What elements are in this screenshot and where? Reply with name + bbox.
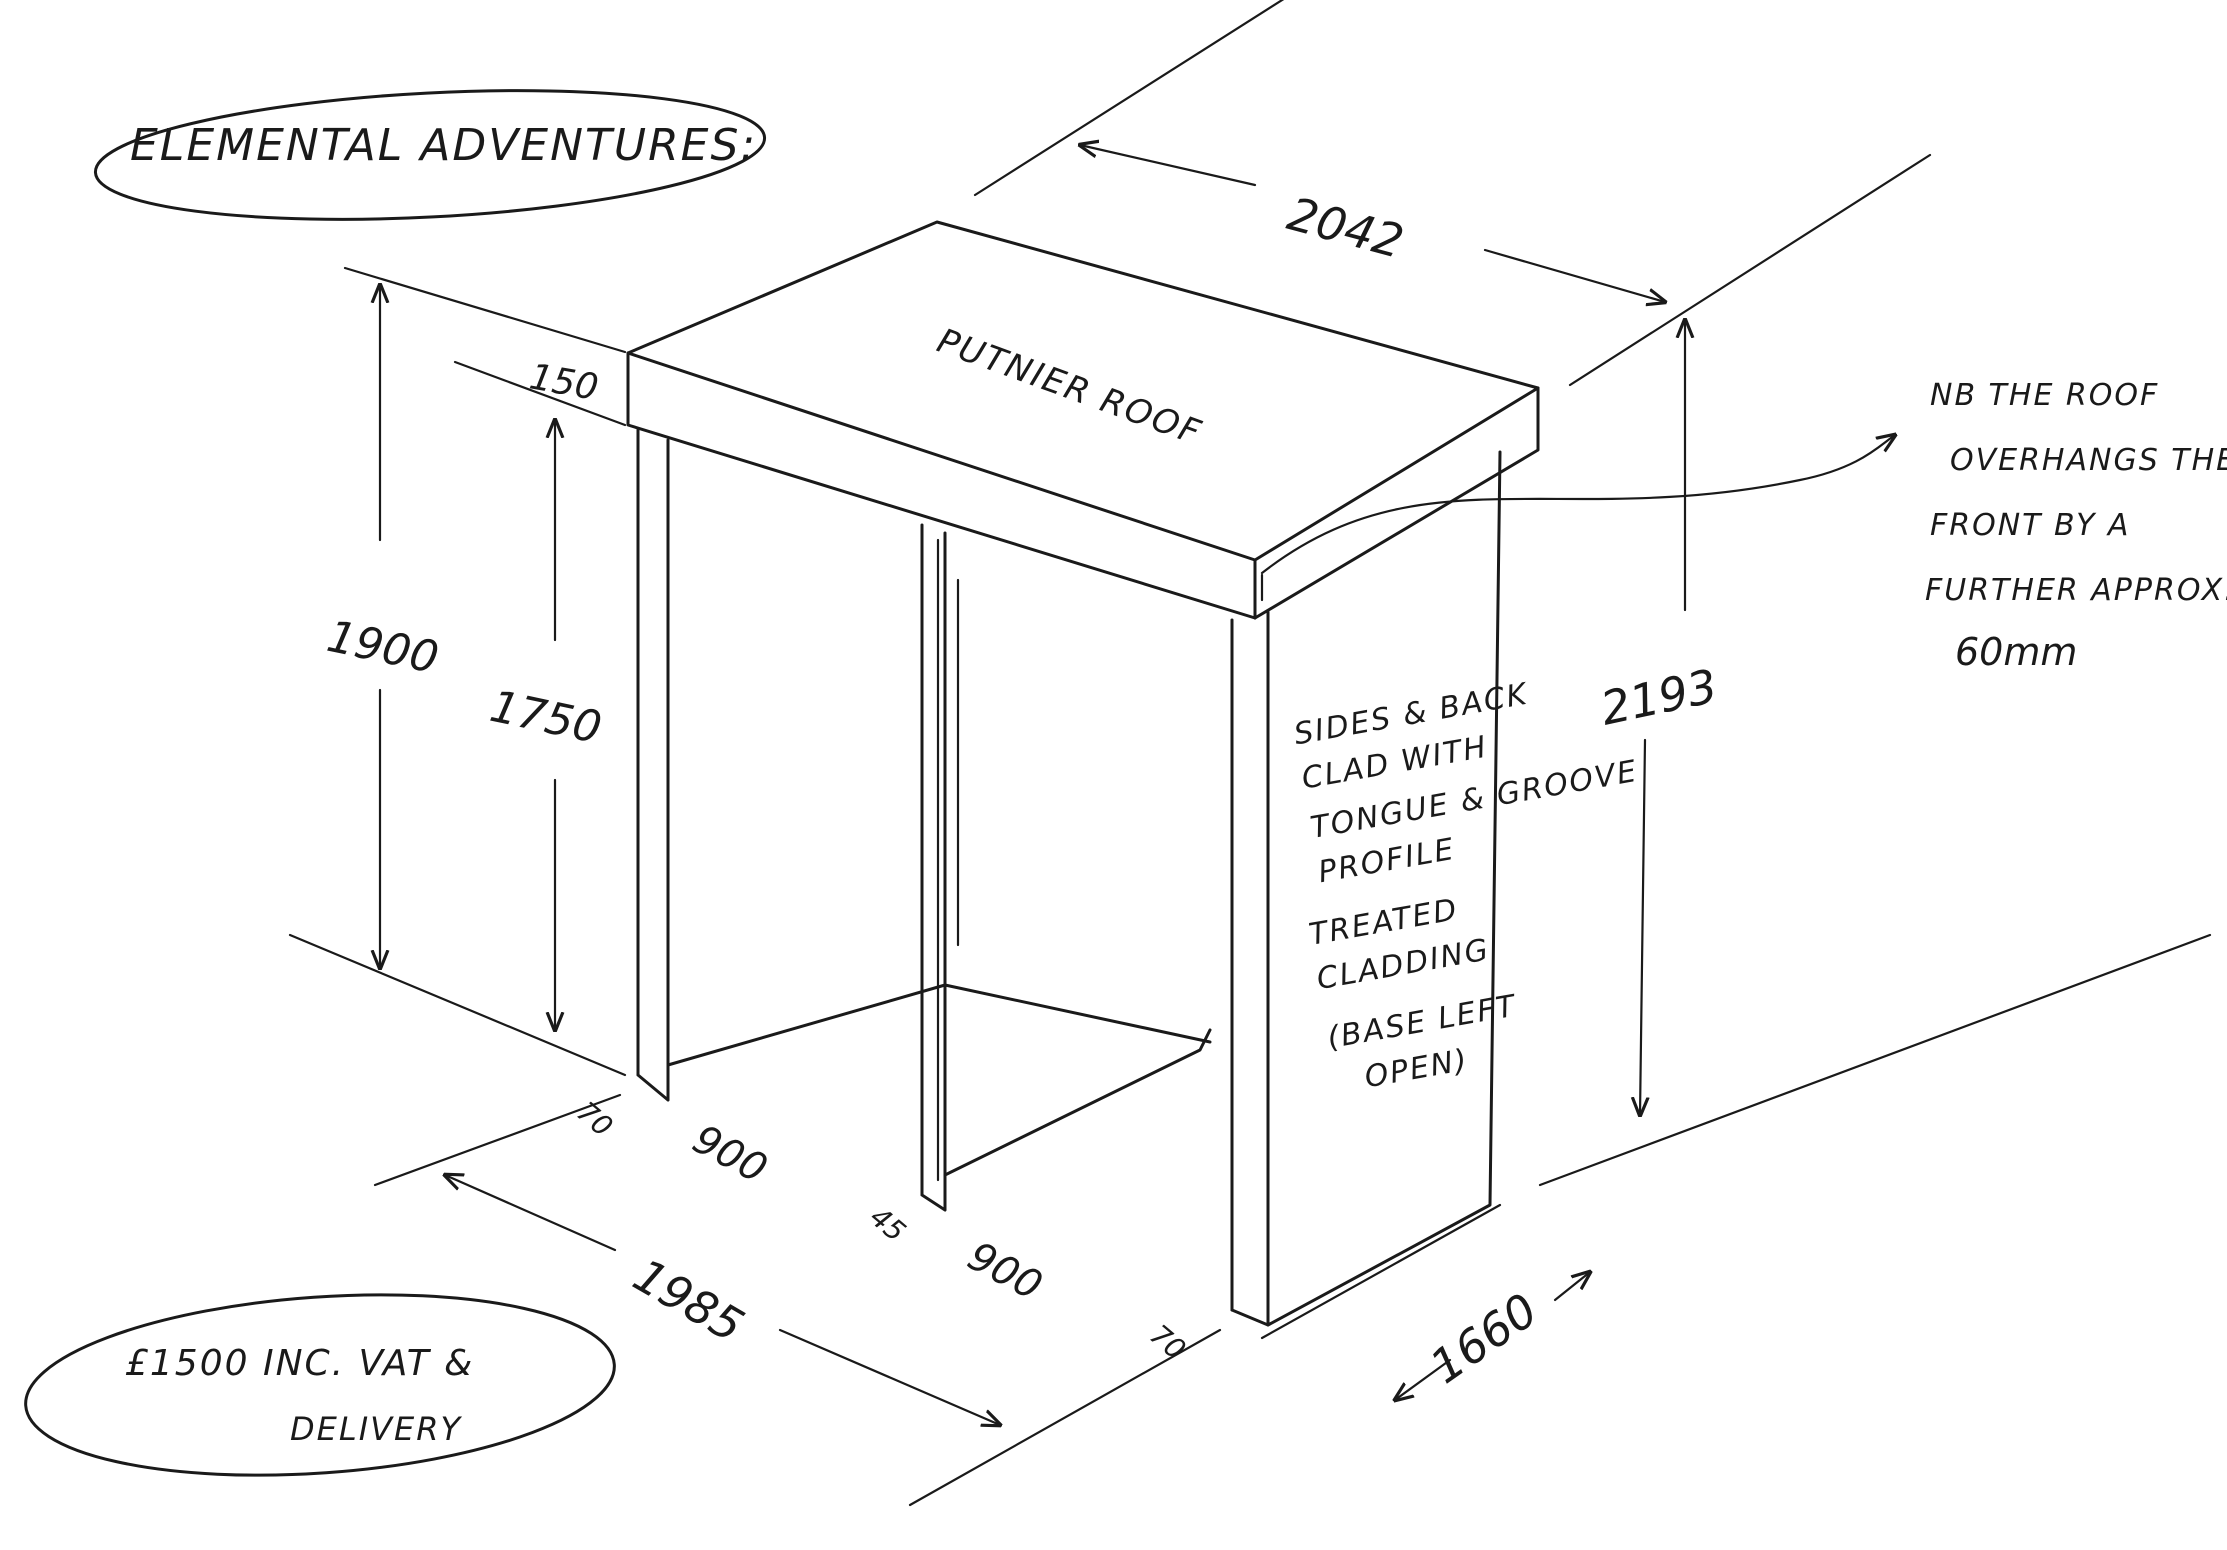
price-line-1: £1500 INC. VAT & [125, 1343, 474, 1384]
roof-note-line-1: NB THE ROOF [1930, 378, 2159, 413]
roof-label: PUTNIER ROOF [932, 321, 1207, 454]
roof-note-line-2: OVERHANGS THE [1950, 443, 2227, 478]
dim-roof-thickness: 150 [526, 356, 601, 408]
dimension-lines: 2042 1900 150 1750 2193 1985 900 900 70 [288, 0, 2212, 1507]
dim-depth: 1660 [1420, 1283, 1547, 1394]
dim-back-height: 2193 [1596, 659, 1722, 736]
roof: PUTNIER ROOF [626, 220, 1540, 620]
dim-bay-left: 900 [685, 1116, 774, 1192]
dim-post-right: 70 [1144, 1318, 1193, 1366]
price-line-2: DELIVERY [290, 1410, 462, 1448]
cladding-note-line-8: OPEN) [1362, 1043, 1471, 1096]
title-callout: ELEMENTAL ADVENTURES: [93, 89, 767, 221]
roof-note-line-3: FRONT BY A [1930, 508, 2130, 543]
frame [636, 428, 1502, 1327]
dim-top-width: 2042 [1282, 186, 1409, 268]
dim-front-height: 1900 [323, 611, 443, 684]
roof-overhang-note: NB THE ROOF OVERHANGS THE FRONT BY A FUR… [1260, 378, 2227, 674]
dim-post-left: 70 [571, 1095, 620, 1143]
dim-post-mid: 45 [864, 1200, 913, 1248]
dim-overall-width: 1985 [625, 1248, 753, 1353]
roof-note-line-4: FURTHER APPROX. [1925, 573, 2227, 608]
title-text: ELEMENTAL ADVENTURES: [130, 120, 757, 171]
dim-bay-right: 900 [960, 1233, 1049, 1309]
price-callout: £1500 INC. VAT & DELIVERY [24, 1293, 616, 1477]
dim-opening-height: 1750 [486, 681, 606, 754]
roof-note-line-5: 60mm [1955, 630, 2077, 674]
